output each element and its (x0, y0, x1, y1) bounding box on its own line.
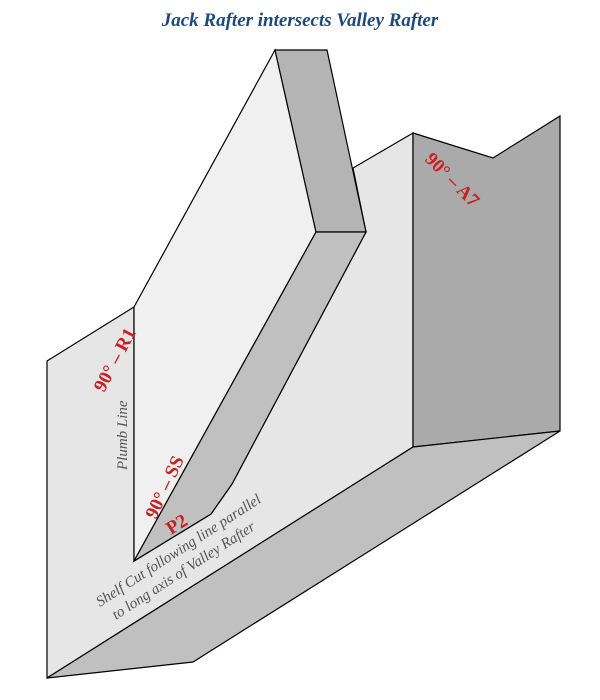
label-plumb-line: Plumb Line (115, 400, 131, 471)
diagram-title: Jack Rafter intersects Valley Rafter (161, 10, 439, 31)
valley-bottom-face (46, 430, 561, 679)
jack-side-face (132, 231, 367, 563)
valley-side-face (412, 114, 561, 448)
